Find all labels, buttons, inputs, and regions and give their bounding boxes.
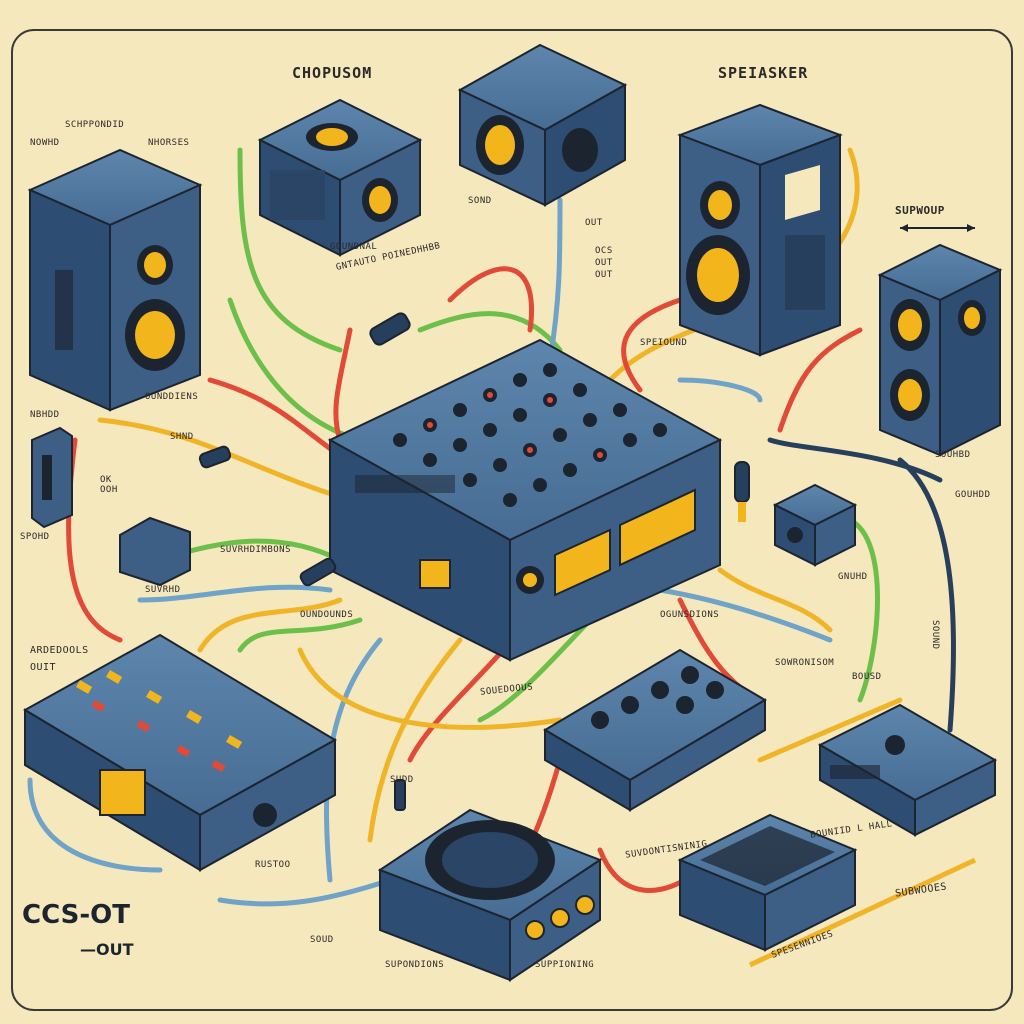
label-right-mid4: GOUHDD	[955, 490, 991, 500]
label-right-mid3: SOUHBD	[935, 450, 971, 460]
label-bottom-right2: OGUNSDIONS	[660, 610, 720, 620]
label-left-ok: OK OOH	[100, 475, 118, 495]
label-right-mid5: SOWRONISOM	[775, 658, 835, 668]
label-cable-top2: GOUNDNAL	[330, 242, 378, 252]
label-right-side: SUPWOUP	[895, 204, 945, 217]
speaker-right	[877, 243, 1003, 457]
label-top-center: CHOPUSOM	[292, 64, 373, 82]
pencil-icon	[748, 857, 977, 968]
frame-border	[11, 29, 1013, 1011]
keyboard-controller	[23, 633, 337, 872]
label-bottom-left-a: ARDEDOOLS	[30, 645, 89, 656]
patch-box	[543, 648, 767, 812]
label-right-mid6: BOUSD	[852, 672, 882, 682]
label-upper-left-c: NHORSES	[148, 138, 190, 148]
speaker-top-right	[677, 103, 843, 357]
amplifier-right	[817, 703, 998, 837]
label-out-1: OUT	[585, 218, 603, 228]
double-arrow-icon	[900, 224, 975, 232]
microphone-icon	[734, 461, 750, 522]
connector-plugs	[198, 312, 411, 811]
label-upper-left-b: NOWHD	[30, 138, 60, 148]
subwoofer-bottom	[377, 808, 603, 982]
central-mixer	[327, 338, 723, 662]
label-bottom-left-big: CCS-OT	[22, 900, 130, 930]
label-mid-left2: SHND	[170, 432, 194, 442]
label-cable-mid2: SUVRHDIMBONS	[220, 545, 292, 555]
label-side-vertical: SOUND	[930, 620, 940, 650]
label-bottom-small2: SOUD	[310, 935, 334, 945]
label-bottom-small1: RUSTOO	[255, 860, 291, 870]
speaker-top-cube-left	[257, 98, 423, 257]
wall-outlet	[31, 426, 73, 529]
label-bottom-left-b: OUIT	[30, 662, 57, 673]
speaker-upper-left	[27, 148, 203, 412]
label-top-right: SPEIASKER	[718, 64, 809, 82]
label-cable-mid: SUVRHD	[145, 585, 181, 595]
label-out-2: OCS OUT OUT	[595, 246, 613, 280]
label-bottom-left-out: —OUT	[80, 940, 134, 959]
label-left-sp: SPOHD	[20, 532, 50, 542]
label-bottom-mid2: SUPPIONING	[535, 960, 595, 970]
label-left-mid: NBHDD	[30, 410, 60, 420]
label-right-mid2: GNUHD	[838, 572, 868, 582]
label-cable-top3: SOND	[468, 196, 492, 206]
label-mid-left: OUNDDIENS	[145, 392, 199, 402]
label-upper-left-a: SCHPPONDID	[65, 120, 125, 130]
label-cable-mid3: OUNDOUNDS	[300, 610, 354, 620]
label-bottom-mid1: SUPONDIONS	[385, 960, 445, 970]
label-bottom-small3: SUDD	[390, 775, 414, 785]
label-right-mid: SPEIOUND	[640, 338, 688, 348]
junction-box-left	[119, 516, 191, 587]
flat-speaker-box	[677, 813, 858, 952]
speaker-top-cube-center	[457, 43, 628, 207]
camera-box	[772, 483, 858, 567]
